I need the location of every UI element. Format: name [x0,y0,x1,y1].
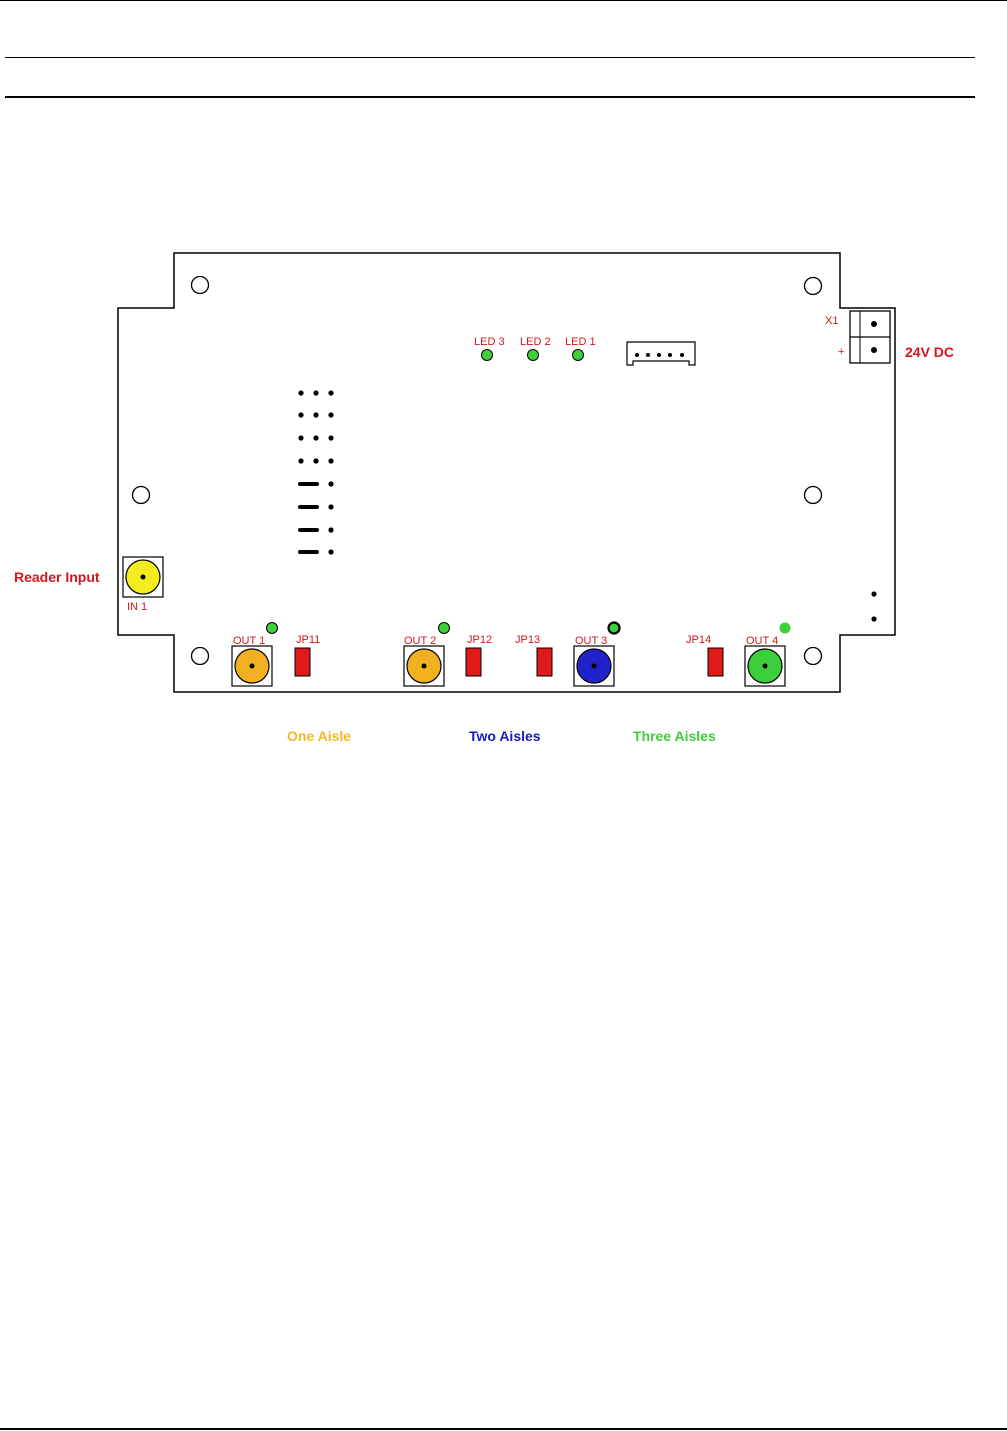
power-label: 24V DC [905,344,954,360]
jp11-label: JP11 [296,634,320,646]
mounting-hole [192,648,209,665]
led2 [528,350,539,361]
out1-label: OUT 1 [233,635,265,647]
out4-connector [745,646,785,686]
mounting-hole [192,277,209,294]
out3-connector [574,646,614,686]
jp13-jumper [537,648,552,676]
power-terminal-x1 [850,311,890,363]
jp14-jumper [708,648,723,676]
out4-led [780,623,791,634]
mounting-hole [805,648,822,665]
legend-two-aisles: Two Aisles [469,728,541,744]
pin [871,616,876,621]
out1-led [267,623,278,634]
jp11-jumper [295,648,310,676]
jp14-label: JP14 [686,634,711,646]
mounting-hole [805,487,822,504]
mounting-hole [805,278,822,295]
out4-label: OUT 4 [746,635,778,647]
out2-led [439,623,450,634]
plus-label: + [838,346,844,358]
out2-label: OUT 2 [404,635,436,647]
legend-three-aisles: Three Aisles [633,728,716,744]
out3-label: OUT 3 [575,635,607,647]
jp13-label: JP13 [515,634,540,646]
out1-connector [232,646,272,686]
jp12-jumper [466,648,481,676]
reader-input-label: Reader Input [14,569,100,585]
legend-one-aisle: One Aisle [287,728,351,744]
x1-label: X1 [825,315,838,327]
mounting-hole [133,487,150,504]
led2-label: LED 2 [520,336,551,348]
led1-label: LED 1 [565,336,596,348]
jp12-label: JP12 [467,634,492,646]
led3 [482,350,493,361]
pin [871,591,876,596]
out3-led [609,623,620,634]
led1 [573,350,584,361]
led3-label: LED 3 [474,336,505,348]
in1-label: IN 1 [127,601,147,613]
reader-input-connector [123,557,163,597]
board-outline [118,253,895,692]
pin-header-connector [627,342,695,365]
out2-connector [404,646,444,686]
